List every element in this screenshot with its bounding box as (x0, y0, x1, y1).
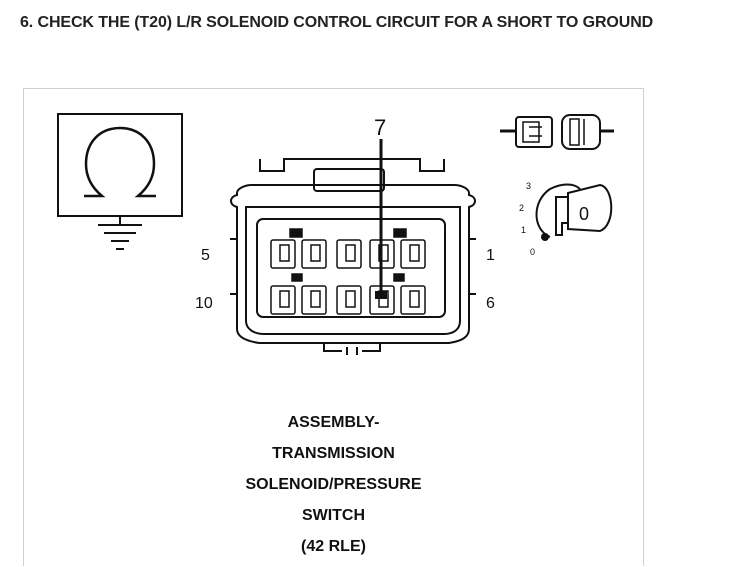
step-title: 6. CHECK THE (T20) L/R SOLENOID CONTROL … (20, 14, 654, 31)
ignition-position-3: 3 (526, 181, 531, 191)
transmission-connector (230, 158, 476, 355)
pin-label-5: 5 (201, 247, 210, 264)
caption-line: TRANSMISSION (272, 445, 395, 462)
ignition-key-label: 0 (579, 204, 589, 224)
top-pin-row (270, 228, 426, 269)
caption-line: SOLENOID/PRESSURE (245, 476, 422, 493)
bottom-pin-row (270, 273, 426, 315)
wiring-diagram-figure: 3 2 1 0 0 (23, 88, 644, 566)
component-caption: ASSEMBLY- TRANSMISSION SOLENOID/PRESSURE… (24, 407, 643, 562)
pin-label-10: 10 (195, 295, 213, 312)
pin-label-6: 6 (486, 295, 495, 312)
caption-line: SWITCH (301, 507, 366, 524)
probe-lead (375, 139, 387, 299)
ohm-to-ground-icon (57, 113, 183, 250)
ignition-position-2: 2 (519, 203, 524, 213)
caption-line: (42 RLE) (301, 538, 366, 555)
connector-disconnected-icon (500, 114, 614, 150)
ignition-position-1: 1 (521, 225, 526, 235)
ignition-position-0: 0 (530, 247, 535, 257)
ignition-key-off-icon: 3 2 1 0 0 (519, 181, 613, 257)
caption-line: ASSEMBLY- (287, 414, 380, 431)
probe-pin-label: 7 (374, 115, 386, 140)
diagram-canvas: 3 2 1 0 0 (57, 113, 614, 355)
pin-label-1: 1 (486, 247, 495, 264)
